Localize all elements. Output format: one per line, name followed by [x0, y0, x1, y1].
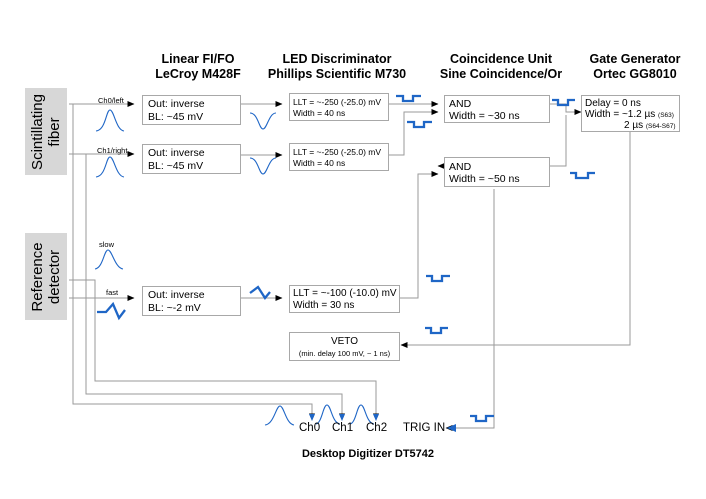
ch1-arrow-icon [339, 414, 345, 421]
header-led-line1: LED Discriminator [282, 52, 392, 66]
fifo-box-ch0-line2: BL: ~45 mV [148, 111, 204, 123]
digitizer-ch0: Ch0 [299, 422, 321, 434]
fifo-box-ch1-line1: Out: inverse [148, 147, 205, 159]
disc-box-ch1-line1: LLT = ~-250 (-25.0) mV [293, 147, 382, 157]
disc-box-ch1-line2: Width = 40 ns [293, 158, 346, 168]
fiber-label-line1: Scintillating [29, 93, 46, 170]
label-ch0-left: Ch0/left [98, 96, 124, 105]
disc-box-ref: LLT = ~-100 (-10.0) mV Width = 30 ns [289, 285, 400, 313]
gate-box-line2: Width = ~1.2 µs (S63) [585, 109, 674, 122]
disc-box-ch0: LLT = ~-250 (-25.0) mV Width = 40 ns [289, 93, 389, 121]
disc-box-ref-line1: LLT = ~-100 (-10.0) mV [293, 288, 397, 299]
fifo-box-ch0-line1: Out: inverse [148, 98, 205, 110]
wire-disc3-and2 [389, 171, 439, 299]
reference-detector-block: Reference detector [25, 233, 67, 320]
logic-trig-icon [470, 414, 494, 423]
gate-width-note-s64: (S64-S67) [645, 123, 676, 130]
reference-label-line1: Reference [29, 241, 46, 312]
and-box-2: AND Width = ~50 ns [444, 157, 550, 187]
gate-width-value: Width = ~1.2 µs [585, 109, 656, 120]
gate-box-line1: Delay = 0 ns [585, 98, 641, 109]
header-coinc: Coincidence Unit Sine Coincidence/Or [436, 52, 566, 82]
wire-and2-trig [445, 189, 495, 431]
label-ch1-right: Ch1/right [97, 146, 128, 155]
pulse-ch1-icon [95, 156, 125, 178]
header-led-line2: Phillips Scientific M730 [267, 67, 407, 81]
and-box-1: AND Width = ~30 ns [444, 95, 550, 123]
bipolar-out-icon [249, 285, 271, 300]
gate-width-note-s63: (S63) [658, 112, 674, 119]
and-box-1-line1: AND [449, 98, 472, 110]
header-coinc-line1: Coincidence Unit [449, 52, 553, 66]
wire-disc2-and1 [389, 109, 439, 156]
fifo-box-ref: Out: inverse BL: ~-2 mV [142, 286, 241, 316]
header-fifo-line2: LeCroy M428F [155, 67, 241, 81]
logic-disc2-icon [407, 120, 432, 129]
logic-veto-icon [425, 326, 448, 335]
reference-label-line2: detector [46, 249, 63, 304]
pulse-slow-icon [94, 249, 124, 270]
inv-pulse-2-icon [249, 157, 277, 175]
pulse-ch0-icon [95, 109, 125, 132]
wire-analog-ch2 [69, 279, 379, 421]
digitizer-trig-in: TRIG IN [403, 422, 446, 434]
veto-box: VETO (min. delay 100 mV, ~ 1 ns) [289, 332, 400, 361]
scintillating-fiber-block: Scintillating fiber [25, 88, 67, 175]
veto-box-line1: VETO [330, 336, 359, 347]
dig-pulse-ch2-icon [349, 404, 375, 425]
digitizer-ch2: Ch2 [366, 422, 388, 434]
fifo-box-ch0: Out: inverse BL: ~45 mV [142, 95, 241, 125]
bipolar-fast-icon [97, 301, 126, 321]
header-led: LED Discriminator Phillips Scientific M7… [262, 52, 412, 82]
disc-box-ch0-line1: LLT = ~-250 (-25.0) mV [293, 97, 382, 107]
header-gate-line1: Gate Generator [589, 52, 681, 66]
digitizer-ch1: Ch1 [332, 422, 354, 434]
and-box-2-line2: Width = ~50 ns [449, 173, 520, 185]
dig-pulse-ch0-icon [264, 405, 295, 426]
gate-width-value-2: 2 µs [624, 120, 644, 131]
ch2-arrow-icon [373, 414, 379, 421]
ch0-arrow-icon [309, 414, 315, 421]
disc-box-ch1: LLT = ~-250 (-25.0) mV Width = 40 ns [289, 143, 389, 171]
wire-analog-ch1 [69, 153, 345, 421]
logic-disc3-icon [426, 274, 450, 283]
and-box-2-line1: AND [449, 161, 472, 173]
disc-box-ref-line2: Width = 30 ns [293, 300, 355, 311]
disc-box-ch0-line2: Width = 40 ns [293, 108, 346, 118]
fifo-box-ref-line2: BL: ~-2 mV [148, 302, 201, 314]
logic-and2-icon [570, 171, 595, 180]
logic-and1-icon [552, 98, 575, 107]
wire-gate-veto [400, 124, 631, 348]
fiber-label-line2: fiber [46, 116, 63, 147]
header-fifo: Linear FI/FO LeCroy M428F [148, 52, 248, 82]
dig-pulse-ch1-icon [315, 404, 341, 425]
and-box-1-line2: Width = ~30 ns [449, 110, 520, 122]
fifo-box-ch1: Out: inverse BL: ~45 mV [142, 144, 241, 174]
trig-arrow-icon [447, 424, 456, 432]
logic-disc1-icon [396, 94, 421, 103]
label-slow: slow [99, 240, 115, 249]
gate-box: Delay = 0 ns Width = ~1.2 µs (S63) 2 µs … [581, 95, 680, 132]
inv-pulse-1-icon [249, 112, 277, 130]
veto-box-line2: (min. delay 100 mV, ~ 1 ns) [298, 349, 391, 358]
fifo-box-ref-line1: Out: inverse [148, 289, 205, 301]
wire-analog-ch0 [69, 103, 315, 421]
header-fifo-line1: Linear FI/FO [161, 52, 235, 66]
label-fast: fast [106, 288, 119, 297]
header-gate-line2: Ortec GG8010 [593, 67, 677, 81]
digitizer-title: Desktop Digitizer DT5742 [301, 448, 435, 460]
header-gate: Gate Generator Ortec GG8010 [585, 52, 685, 82]
fifo-box-ch1-line2: BL: ~45 mV [148, 160, 204, 172]
header-coinc-line2: Sine Coincidence/Or [439, 67, 563, 81]
gate-box-line3: 2 µs (S64-S67) [624, 120, 676, 133]
